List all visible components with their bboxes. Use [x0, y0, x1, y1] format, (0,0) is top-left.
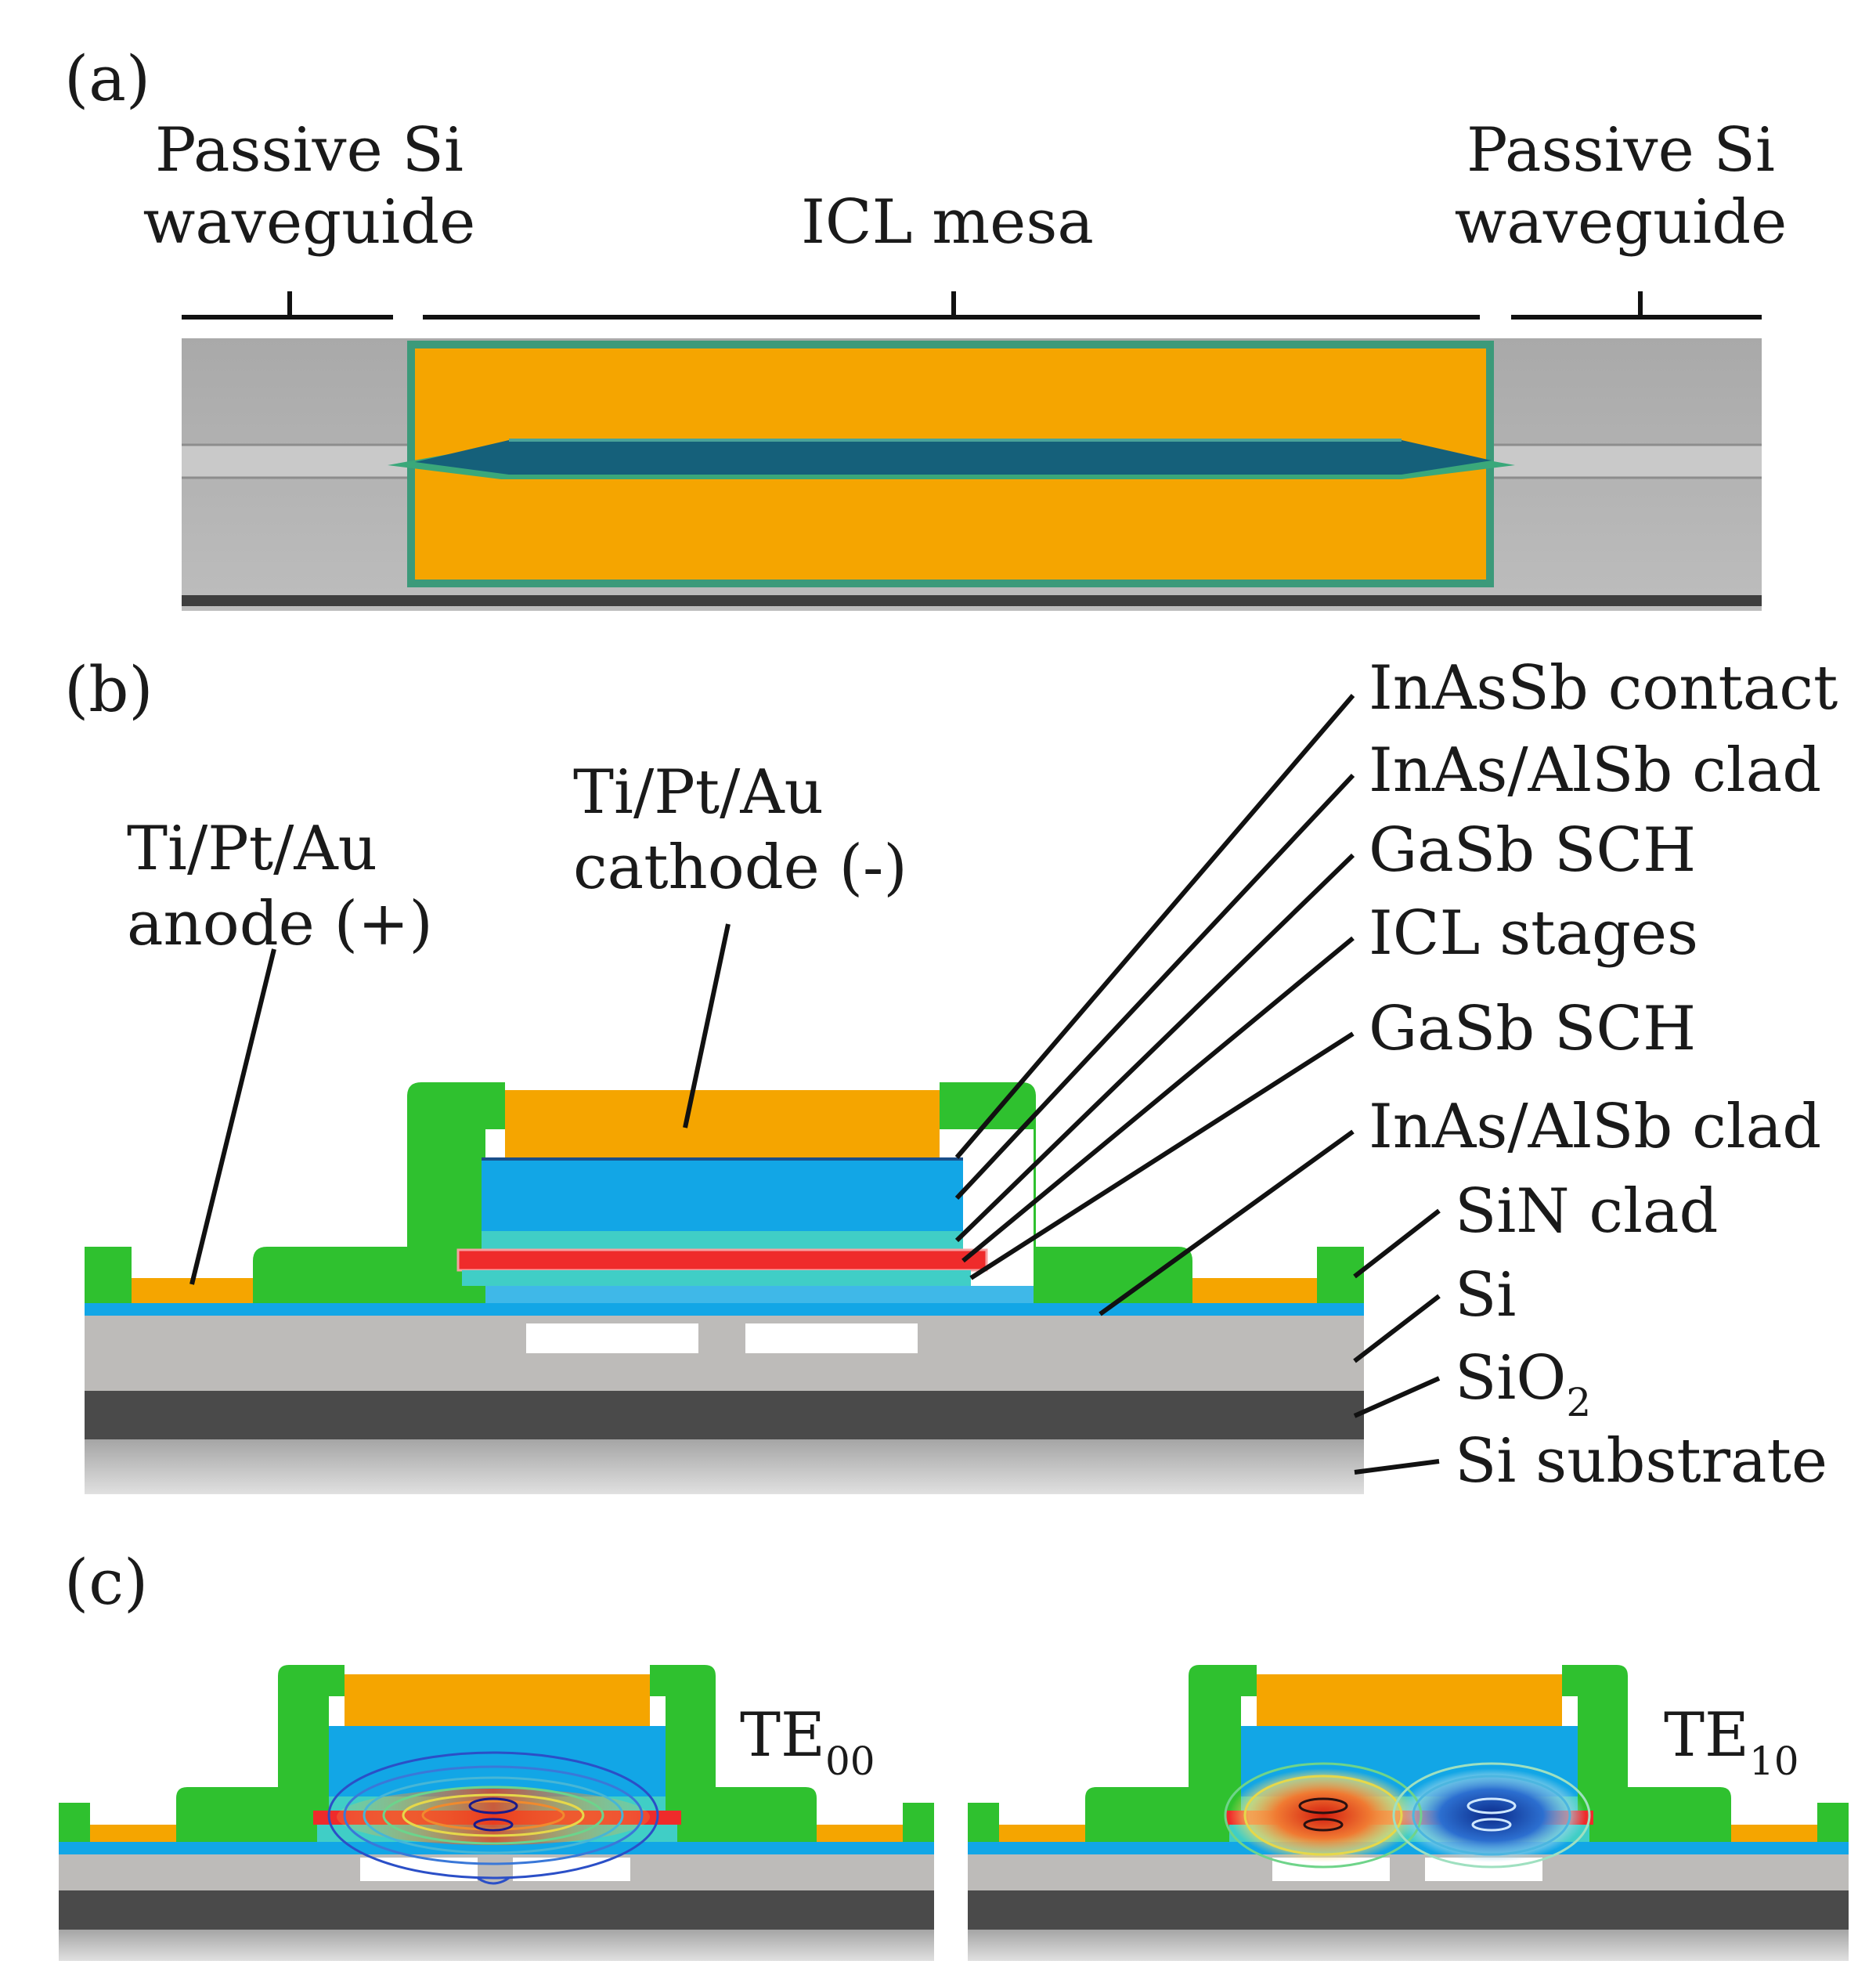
right-waveguide-label-line1: Passive Si — [1467, 115, 1775, 186]
device-cross-section — [85, 1082, 1364, 1494]
sin-right-edge — [1317, 1247, 1364, 1303]
section-brackets — [182, 291, 1762, 320]
layer-label-upper-clad: InAs/AlSb clad — [1369, 735, 1821, 806]
icl-stages-layer — [456, 1248, 988, 1272]
layer-label-si: Si — [1455, 1260, 1516, 1331]
panel-b-label: (b) — [64, 653, 153, 726]
waveguide-trench-left — [526, 1323, 698, 1353]
layer-label-lower-sch: GaSb SCH — [1369, 994, 1696, 1064]
layer-label-upper-sch: GaSb SCH — [1369, 815, 1696, 886]
panel-b: (b) Ti/Pt/Au anode (+) Ti/Pt/Au cathode … — [64, 653, 1838, 1497]
layer-label-sio2: SiO2 — [1455, 1343, 1591, 1425]
mode-profile-te00: TE00 — [59, 1665, 934, 1961]
cathode-metal — [505, 1090, 940, 1159]
panel-c-label: (c) — [64, 1546, 148, 1619]
panel-a-label: (a) — [64, 42, 150, 115]
icl-mesa-label: ICL mesa — [801, 187, 1094, 258]
layer-label-icl-stages: ICL stages — [1369, 898, 1698, 969]
si-substrate-layer — [85, 1439, 1364, 1494]
cathode-label-line1: Ti/Pt/Au — [573, 757, 824, 828]
panel-c: (c) — [59, 1546, 1849, 1961]
sin-left-edge — [85, 1247, 132, 1303]
upper-sch-layer — [482, 1231, 963, 1250]
layer-label-sin-clad: SiN clad — [1455, 1176, 1719, 1247]
mode-label-te10: TE10 — [1664, 1700, 1799, 1784]
left-waveguide-label-line2: waveguide — [143, 187, 476, 258]
anode-label-line1: Ti/Pt/Au — [127, 814, 377, 884]
mode-profile-te10: TE10 — [968, 1665, 1849, 1961]
cathode-label-line2: cathode (-) — [573, 832, 907, 903]
sin-clad-right — [940, 1082, 1192, 1303]
layer-label-inassb-contact: InAsSb contact — [1369, 653, 1838, 724]
top-view-device — [182, 338, 1762, 611]
leader-lines — [189, 694, 1441, 1475]
upper-clad-layer — [482, 1159, 963, 1231]
si-device-layer — [85, 1316, 1364, 1391]
substrate-edge — [182, 595, 1762, 606]
lower-clad-bottom-contact — [85, 1303, 1364, 1316]
lower-sch-layer — [462, 1270, 971, 1286]
sin-clad-left — [253, 1082, 505, 1303]
anode-pad-right — [1192, 1278, 1317, 1303]
anode-label-line2: anode (+) — [127, 889, 433, 959]
right-waveguide-label-line2: waveguide — [1455, 187, 1788, 258]
panel-a: (a) Passive Si waveguide ICL mesa Passiv… — [64, 42, 1787, 611]
layer-label-lower-clad: InAs/AlSb clad — [1369, 1092, 1821, 1162]
icl-active-ridge — [415, 440, 1492, 475]
mode-label-te00: TE00 — [740, 1700, 875, 1784]
layer-labels: InAsSb contact InAs/AlSb clad GaSb SCH I… — [1369, 653, 1838, 1497]
waveguide-trench-right — [745, 1323, 918, 1353]
layer-label-si-substrate: Si substrate — [1455, 1426, 1827, 1497]
left-waveguide-label-line1: Passive Si — [155, 115, 464, 186]
sio2-box-layer — [85, 1391, 1364, 1439]
lower-clad-layer — [485, 1286, 1034, 1303]
